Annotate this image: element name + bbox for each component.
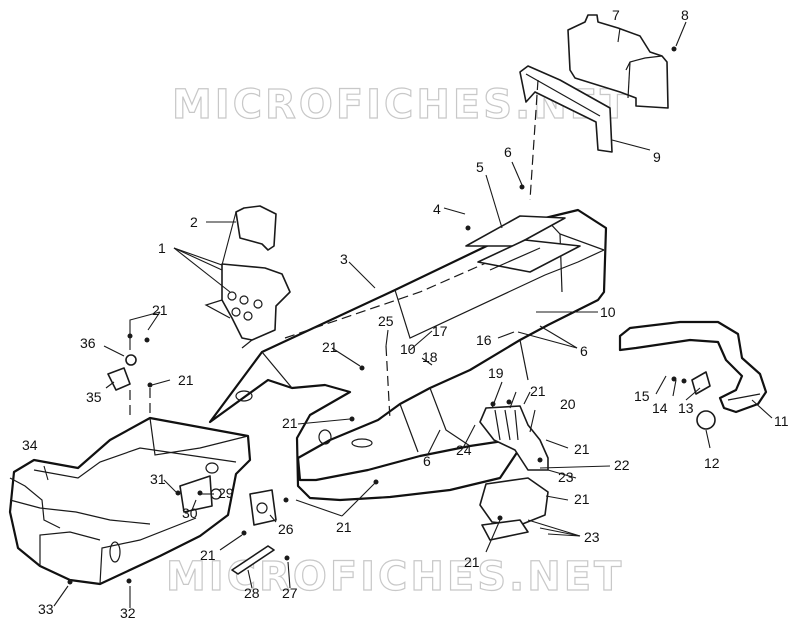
callout-11: 11: [774, 413, 789, 429]
callout-17: 17: [432, 323, 448, 339]
callout-23-a: 23: [558, 469, 574, 485]
callout-21-e: 21: [530, 383, 546, 399]
callout-5: 5: [476, 159, 484, 175]
callout-2: 2: [190, 214, 198, 230]
callout-3: 3: [340, 251, 348, 267]
callout-10-center: 10: [400, 341, 416, 357]
part-bumper-plate: [691, 371, 711, 395]
part-rear-bumper: [618, 320, 768, 414]
watermark-bottom: MICROFICHES.NET: [166, 554, 624, 600]
callout-7: 7: [612, 7, 620, 23]
callout-10-right: 10: [600, 304, 616, 320]
callout-15: 15: [634, 388, 650, 404]
callout-4: 4: [433, 201, 441, 217]
part-cap: [696, 410, 716, 430]
callout-19: 19: [488, 365, 504, 381]
callout-21-i: 21: [200, 547, 216, 563]
callout-21-j: 21: [464, 554, 480, 570]
callout-21-g: 21: [574, 491, 590, 507]
part-small-plates: [179, 475, 277, 526]
callout-18: 18: [422, 349, 438, 365]
leader-lines: [43, 21, 773, 608]
callout-24: 24: [456, 442, 472, 458]
callout-33: 33: [38, 601, 54, 617]
callout-25: 25: [378, 313, 394, 329]
callout-9: 9: [653, 149, 661, 165]
callout-21-a: 21: [152, 302, 168, 318]
callout-35: 35: [86, 389, 102, 405]
callout-23-b: 23: [584, 529, 600, 545]
callout-22: 22: [614, 457, 630, 473]
callout-16: 16: [476, 332, 492, 348]
callout-29: 29: [218, 485, 234, 501]
callout-6-center: 6: [423, 453, 431, 469]
callout-21-h: 21: [336, 519, 352, 535]
callout-27: 27: [282, 585, 298, 601]
callouts: 1 2 3 4 5 6 6 6 7 8 9 10 10 11 12 13 14 …: [22, 7, 789, 621]
part-flap: [567, 14, 669, 109]
callout-13: 13: [678, 400, 694, 416]
callout-31: 31: [150, 471, 166, 487]
callout-21-c: 21: [322, 339, 338, 355]
callout-28: 28: [244, 585, 260, 601]
callout-30: 30: [182, 505, 198, 521]
callout-26: 26: [278, 521, 294, 537]
part-tunnel-plate: [465, 215, 581, 273]
callout-14: 14: [652, 400, 668, 416]
callout-6-top: 6: [504, 144, 512, 160]
callout-21-f: 21: [574, 441, 590, 457]
callout-12: 12: [704, 455, 720, 471]
callout-20: 20: [560, 396, 576, 412]
callout-8: 8: [681, 7, 689, 23]
part-rear-brackets: [479, 405, 549, 541]
part-seat-bracket: [204, 205, 291, 349]
callout-36: 36: [80, 335, 96, 351]
part-strip: [231, 545, 275, 575]
callout-21-d: 21: [282, 415, 298, 431]
callout-21-b: 21: [178, 372, 194, 388]
part-nose-pan: [8, 416, 252, 586]
callout-34: 34: [22, 437, 38, 453]
callout-6-right: 6: [580, 343, 588, 359]
part-clips: [107, 354, 137, 391]
callout-1: 1: [158, 240, 166, 256]
callout-32: 32: [120, 605, 136, 621]
